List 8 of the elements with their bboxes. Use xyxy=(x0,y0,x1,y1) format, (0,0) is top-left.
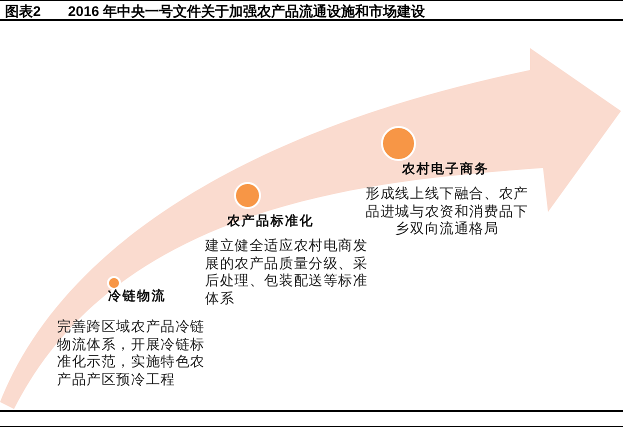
step-heading: 农村电子商务 xyxy=(402,162,489,178)
step-heading: 冷链物流 xyxy=(108,289,166,305)
step-description: 完善跨区域农产品冷链物流体系，开展冷链标准化示范，实施特色农产品产区预冷工程 xyxy=(57,319,206,389)
figure-number: 图表2 xyxy=(5,3,41,19)
step-heading: 农产品标准化 xyxy=(227,214,314,230)
figure-title: 2016 年中央一号文件关于加强农产品流通设施和市场建设 xyxy=(68,3,426,19)
step-description: 形成线上线下融合、农产品进城与农资和消费品下乡双向流通格局 xyxy=(364,186,530,238)
step-description: 建立健全适应农村电商发展的农产品质量分级、采后处理、包装配送等标准体系 xyxy=(205,238,369,308)
